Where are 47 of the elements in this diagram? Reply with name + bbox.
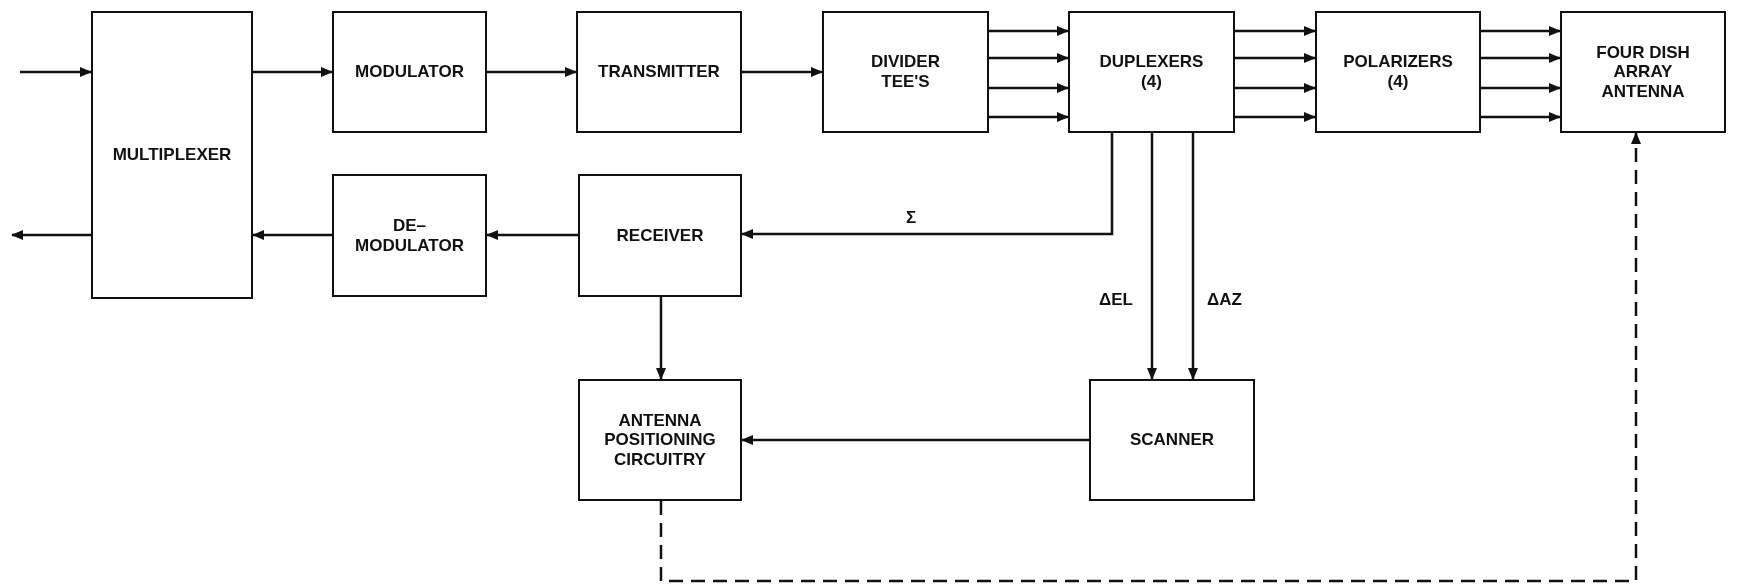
arrow	[656, 297, 666, 380]
block-box	[578, 174, 742, 297]
arrow	[487, 67, 577, 77]
block-box	[1560, 11, 1726, 133]
block-label: FOUR DISH ARRAY ANTENNA	[1595, 42, 1691, 102]
arrow	[741, 133, 1114, 239]
block-box	[1315, 11, 1481, 133]
block-label: SCANNER	[1129, 430, 1215, 450]
arrow	[1481, 112, 1561, 122]
block-label: RECEIVER	[616, 225, 704, 246]
block-label: TRANSMITTER	[598, 62, 720, 82]
arrow	[989, 53, 1069, 63]
arrow	[252, 230, 332, 240]
block-box	[1068, 11, 1235, 133]
arrow	[1235, 112, 1316, 122]
arrow	[1235, 83, 1316, 93]
arrow	[1481, 53, 1561, 63]
block-label: MODULATOR	[355, 62, 464, 82]
arrow	[659, 132, 1641, 583]
arrow	[741, 435, 1089, 445]
block-box	[1089, 379, 1255, 501]
block-label: MULTIPLEXER	[112, 145, 232, 165]
arrow	[1481, 26, 1561, 36]
block-box	[822, 11, 989, 133]
block-box	[91, 11, 253, 299]
arrow	[989, 26, 1069, 36]
arrow	[989, 83, 1069, 93]
block-box	[332, 174, 487, 297]
arrow	[253, 67, 333, 77]
block-box	[578, 379, 742, 501]
arrow	[1147, 133, 1157, 380]
block-box	[332, 11, 487, 133]
block-label: POLARIZERS (4)	[1342, 52, 1454, 92]
block-label: DIVIDER TEE'S	[870, 52, 941, 92]
block-box	[576, 11, 742, 133]
arrow	[1235, 53, 1316, 63]
arrow	[989, 112, 1069, 122]
arrow	[11, 230, 91, 240]
block-label: ANTENNA POSITIONING CIRCUITRY	[603, 410, 717, 470]
arrow	[742, 67, 823, 77]
arrow	[486, 230, 578, 240]
arrow	[1188, 133, 1198, 380]
arrow	[1481, 83, 1561, 93]
block-label: DUPLEXERS (4)	[1098, 52, 1205, 92]
block-label: DE– MODULATOR	[354, 215, 465, 256]
arrow	[1235, 26, 1316, 36]
arrow	[20, 67, 92, 77]
